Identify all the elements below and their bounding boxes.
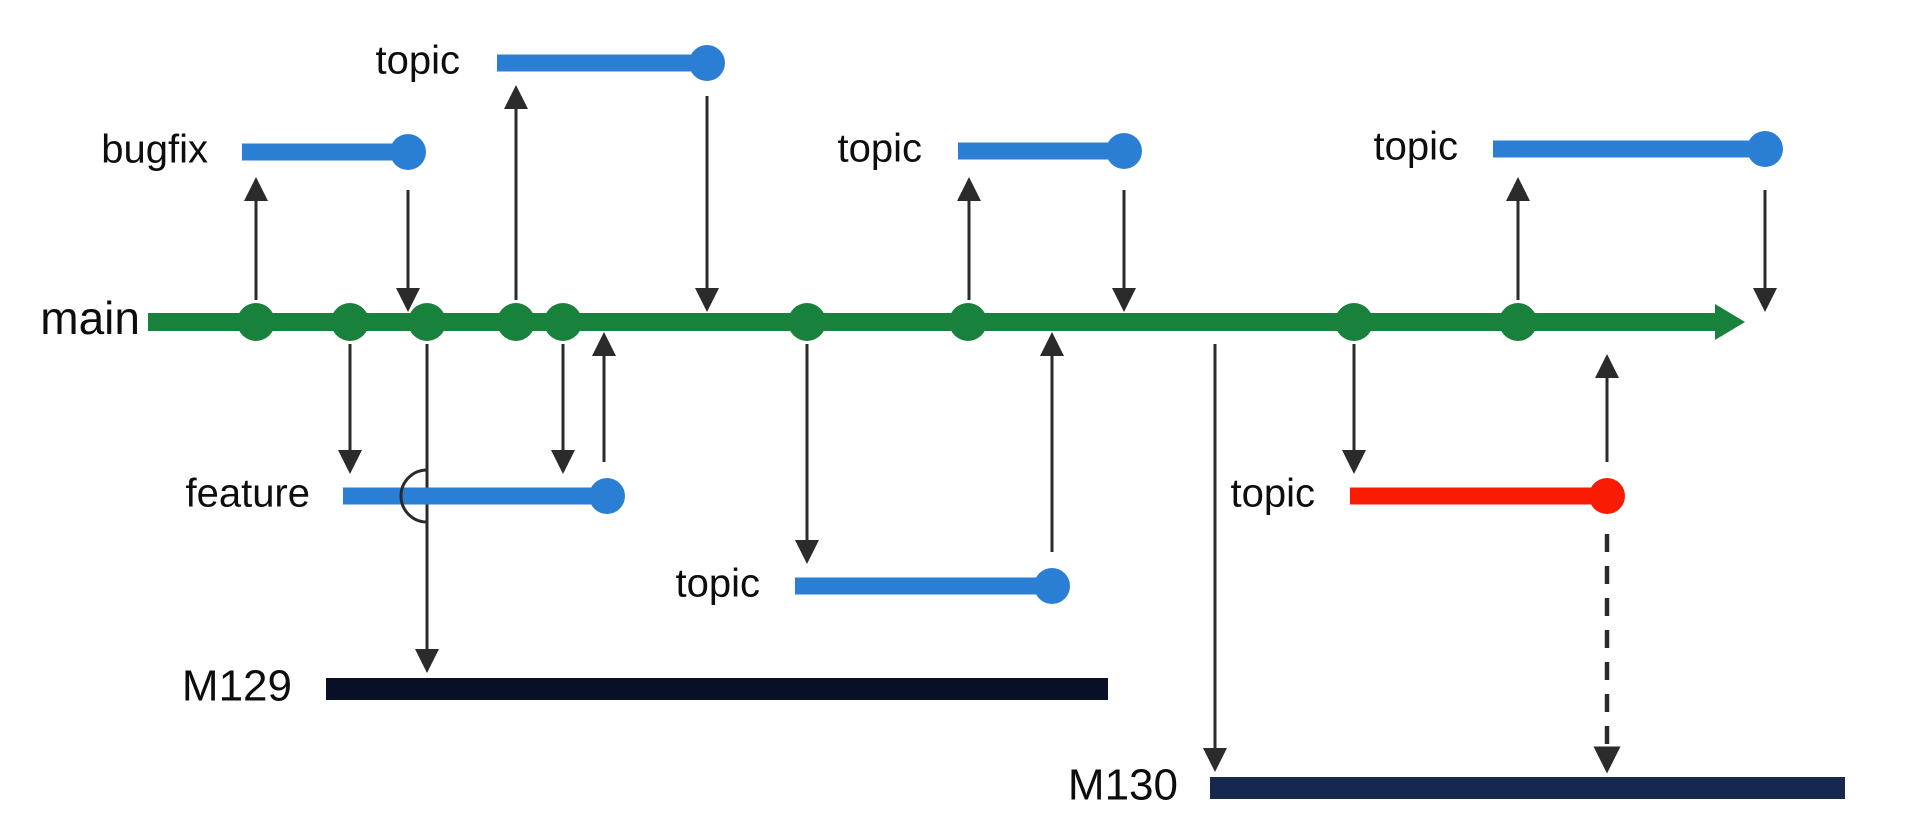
- main-commit-dot: [331, 303, 369, 341]
- branch-bar-topic-top: [497, 54, 707, 72]
- branch-label-topic-mid: topic: [838, 127, 923, 171]
- branch-bar-bugfix: [242, 143, 408, 161]
- branch-topic-bottom: topic: [676, 562, 1070, 606]
- main-commit-dot: [497, 303, 535, 341]
- main-commit-dots: [237, 303, 1537, 341]
- branch-tip-dot-topic-bottom: [1034, 568, 1070, 604]
- branch-topic-hotfix: topic: [1231, 472, 1625, 516]
- branches-layer: bugfix topic topic topic feature topic topic: [101, 39, 1783, 606]
- branch-tip-dot-topic-top: [689, 45, 725, 81]
- branch-label-topic-bottom: topic: [676, 562, 761, 606]
- branch-tip-dot-topic-right: [1747, 131, 1783, 167]
- branch-bar-topic-right: [1493, 140, 1765, 158]
- milestone-bar-m129: [326, 678, 1108, 700]
- main-commit-dot: [237, 303, 275, 341]
- branch-bar-feature: [343, 487, 607, 505]
- main-branch-label: main: [40, 292, 140, 344]
- main-commit-dot: [544, 303, 582, 341]
- arrows-layer: [244, 85, 1777, 774]
- main-commit-dot: [408, 303, 446, 341]
- branch-label-bugfix: bugfix: [101, 128, 208, 172]
- main-commit-dot: [1499, 303, 1537, 341]
- milestone-m129: M129: [182, 662, 1108, 711]
- main-commit-dot: [788, 303, 826, 341]
- line-hop: [399, 468, 428, 524]
- main-commit-dot: [949, 303, 987, 341]
- branch-feature: feature: [185, 472, 625, 516]
- branch-bar-topic-hotfix: [1350, 487, 1607, 505]
- branch-label-topic-hotfix: topic: [1231, 472, 1316, 516]
- branch-bar-topic-bottom: [795, 577, 1052, 595]
- branch-tip-dot-topic-mid: [1106, 133, 1142, 169]
- branch-bar-topic-mid: [958, 142, 1124, 160]
- branch-label-topic-right: topic: [1374, 125, 1459, 169]
- branch-tip-dot-bugfix: [390, 134, 426, 170]
- main-commit-dot: [1335, 303, 1373, 341]
- line-hop-arc: [399, 468, 428, 524]
- branch-label-topic-top: topic: [376, 39, 461, 83]
- branch-tip-dot-feature: [589, 478, 625, 514]
- branch-tip-dot-topic-hotfix: [1589, 478, 1625, 514]
- branch-bugfix: bugfix: [101, 128, 426, 172]
- branch-topic-mid: topic: [838, 127, 1142, 171]
- milestone-label-m129: M129: [182, 662, 292, 711]
- milestone-label-m130: M130: [1068, 761, 1178, 810]
- branch-topic-right: topic: [1374, 125, 1783, 169]
- main-branch: main: [40, 292, 1745, 344]
- milestone-m130: M130: [1068, 761, 1845, 810]
- branch-label-feature: feature: [185, 472, 310, 516]
- branch-topic-top: topic: [376, 39, 725, 83]
- milestone-bar-m130: [1210, 777, 1845, 799]
